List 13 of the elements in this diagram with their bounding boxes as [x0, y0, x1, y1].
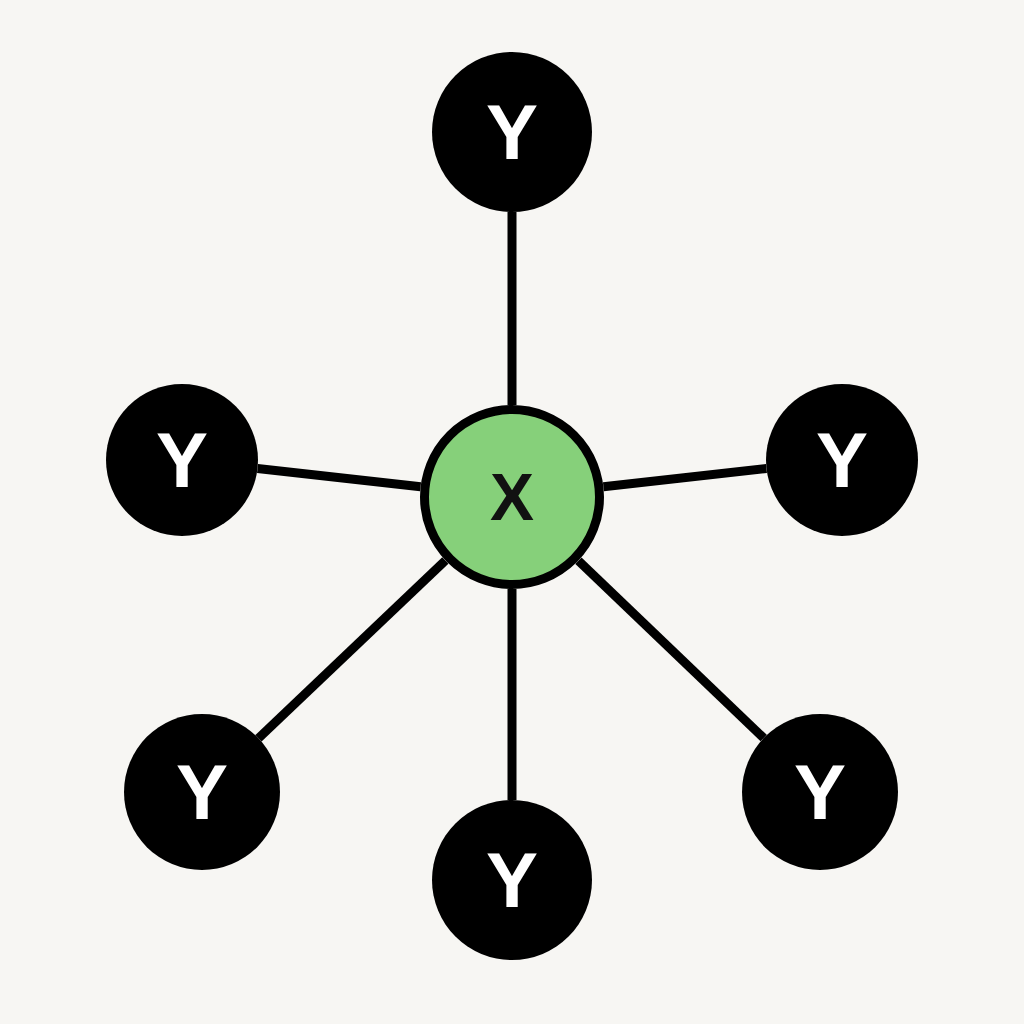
connector-line — [507, 212, 517, 405]
connector-line — [602, 464, 767, 492]
connector-line — [507, 589, 517, 800]
node-label: Y — [486, 93, 538, 171]
node-label: Y — [176, 753, 228, 831]
connector-line — [255, 557, 449, 742]
connector-line — [575, 557, 767, 742]
connector-line — [257, 464, 422, 492]
node-label: Y — [156, 421, 208, 499]
node-label: X — [490, 464, 534, 530]
node-label: Y — [486, 841, 538, 919]
node-label: Y — [816, 421, 868, 499]
node-label: Y — [794, 753, 846, 831]
